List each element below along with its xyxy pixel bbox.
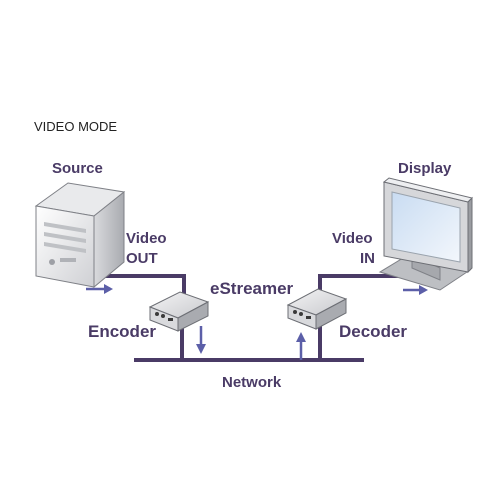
product-label: eStreamer: [210, 279, 294, 298]
decoder-box-icon: [286, 288, 348, 330]
network-label: Network: [222, 374, 282, 391]
flow-arrows: [86, 284, 428, 360]
monitor-icon: [378, 177, 473, 291]
source-label: Source: [52, 160, 103, 177]
video-in-arrow: [403, 285, 428, 295]
encoder-box-icon: [148, 291, 210, 332]
video-out-label-line1: Video: [126, 230, 167, 247]
mode-title: VIDEO MODE: [34, 119, 117, 134]
desktop-tower-icon: [34, 182, 126, 289]
decoder-up-arrow: [296, 332, 306, 360]
video-in-label-line1: Video: [332, 230, 373, 247]
decoder-label: Decoder: [339, 322, 407, 341]
video-in-label-line2: IN: [360, 250, 375, 267]
video-out-label-line2: OUT: [126, 250, 158, 267]
encoder-down-arrow: [196, 326, 206, 354]
display-label: Display: [398, 160, 452, 177]
encoder-label: Encoder: [88, 322, 156, 341]
video-out-arrow: [86, 284, 113, 294]
